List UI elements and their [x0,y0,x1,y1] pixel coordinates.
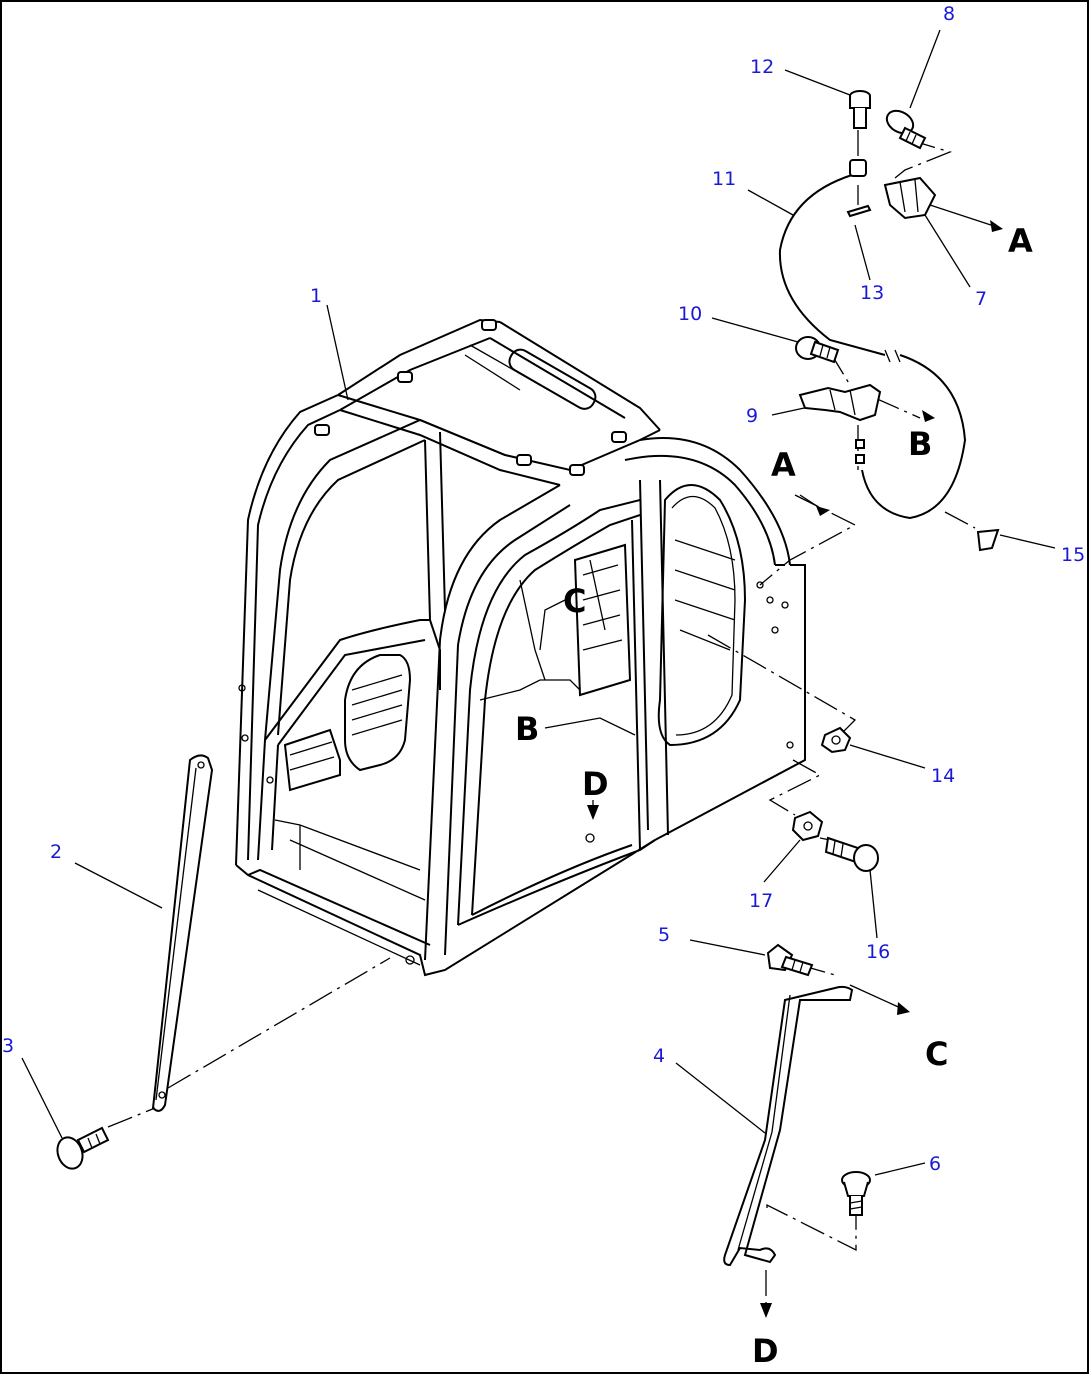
part-13-washer [846,159,872,218]
label-16: 16 [866,941,890,963]
label-1: 1 [310,285,322,307]
part-6-bolt [841,1171,871,1216]
part-17-nut [791,810,824,842]
part-11-wire [778,174,967,520]
part-7-bracket [883,176,937,220]
reference-letter-labels: A A B B C C D D [515,222,1033,1370]
reference-arrows [587,204,1003,1318]
label-12: 12 [750,56,774,78]
ref-B-cab: B [515,710,539,748]
part-14-nut [820,726,852,754]
part-3-bolt [56,1126,110,1170]
ref-B-detail: B [908,425,932,463]
label-10: 10 [678,303,702,325]
label-5: 5 [658,924,670,946]
ref-C-cab: C [563,582,586,620]
part-4-rod [723,985,854,1267]
ref-C-detail: C [925,1035,948,1073]
part-number-labels: 8 12 11 13 7 1 10 9 15 14 2 17 16 5 3 4 … [2,3,1085,1175]
label-6: 6 [929,1153,941,1175]
label-4: 4 [653,1045,665,1067]
ref-A-cab: A [771,446,796,484]
part-8-bolt [885,109,927,150]
part-5-bolt [766,943,814,977]
label-13: 13 [860,282,884,304]
label-7: 7 [975,288,987,310]
ref-A-detail: A [1008,222,1033,260]
label-9: 9 [746,405,758,427]
label-2: 2 [50,841,62,863]
part-12-bolt [849,90,871,129]
label-8: 8 [943,3,955,25]
part-9-switch [798,383,882,464]
ref-D-detail: D [752,1332,779,1370]
leader-lines [21,29,1056,1310]
label-17: 17 [749,890,773,912]
label-14: 14 [931,765,955,787]
part-10-bolt [795,336,840,364]
label-11: 11 [712,168,736,190]
cab-frame [235,318,806,977]
part-16-bolt [824,836,879,872]
part-15-clip [976,528,1000,552]
part-2-rod [151,754,214,1112]
label-15: 15 [1061,544,1085,566]
ref-D-cab: D [582,765,609,803]
label-3: 3 [2,1035,14,1057]
